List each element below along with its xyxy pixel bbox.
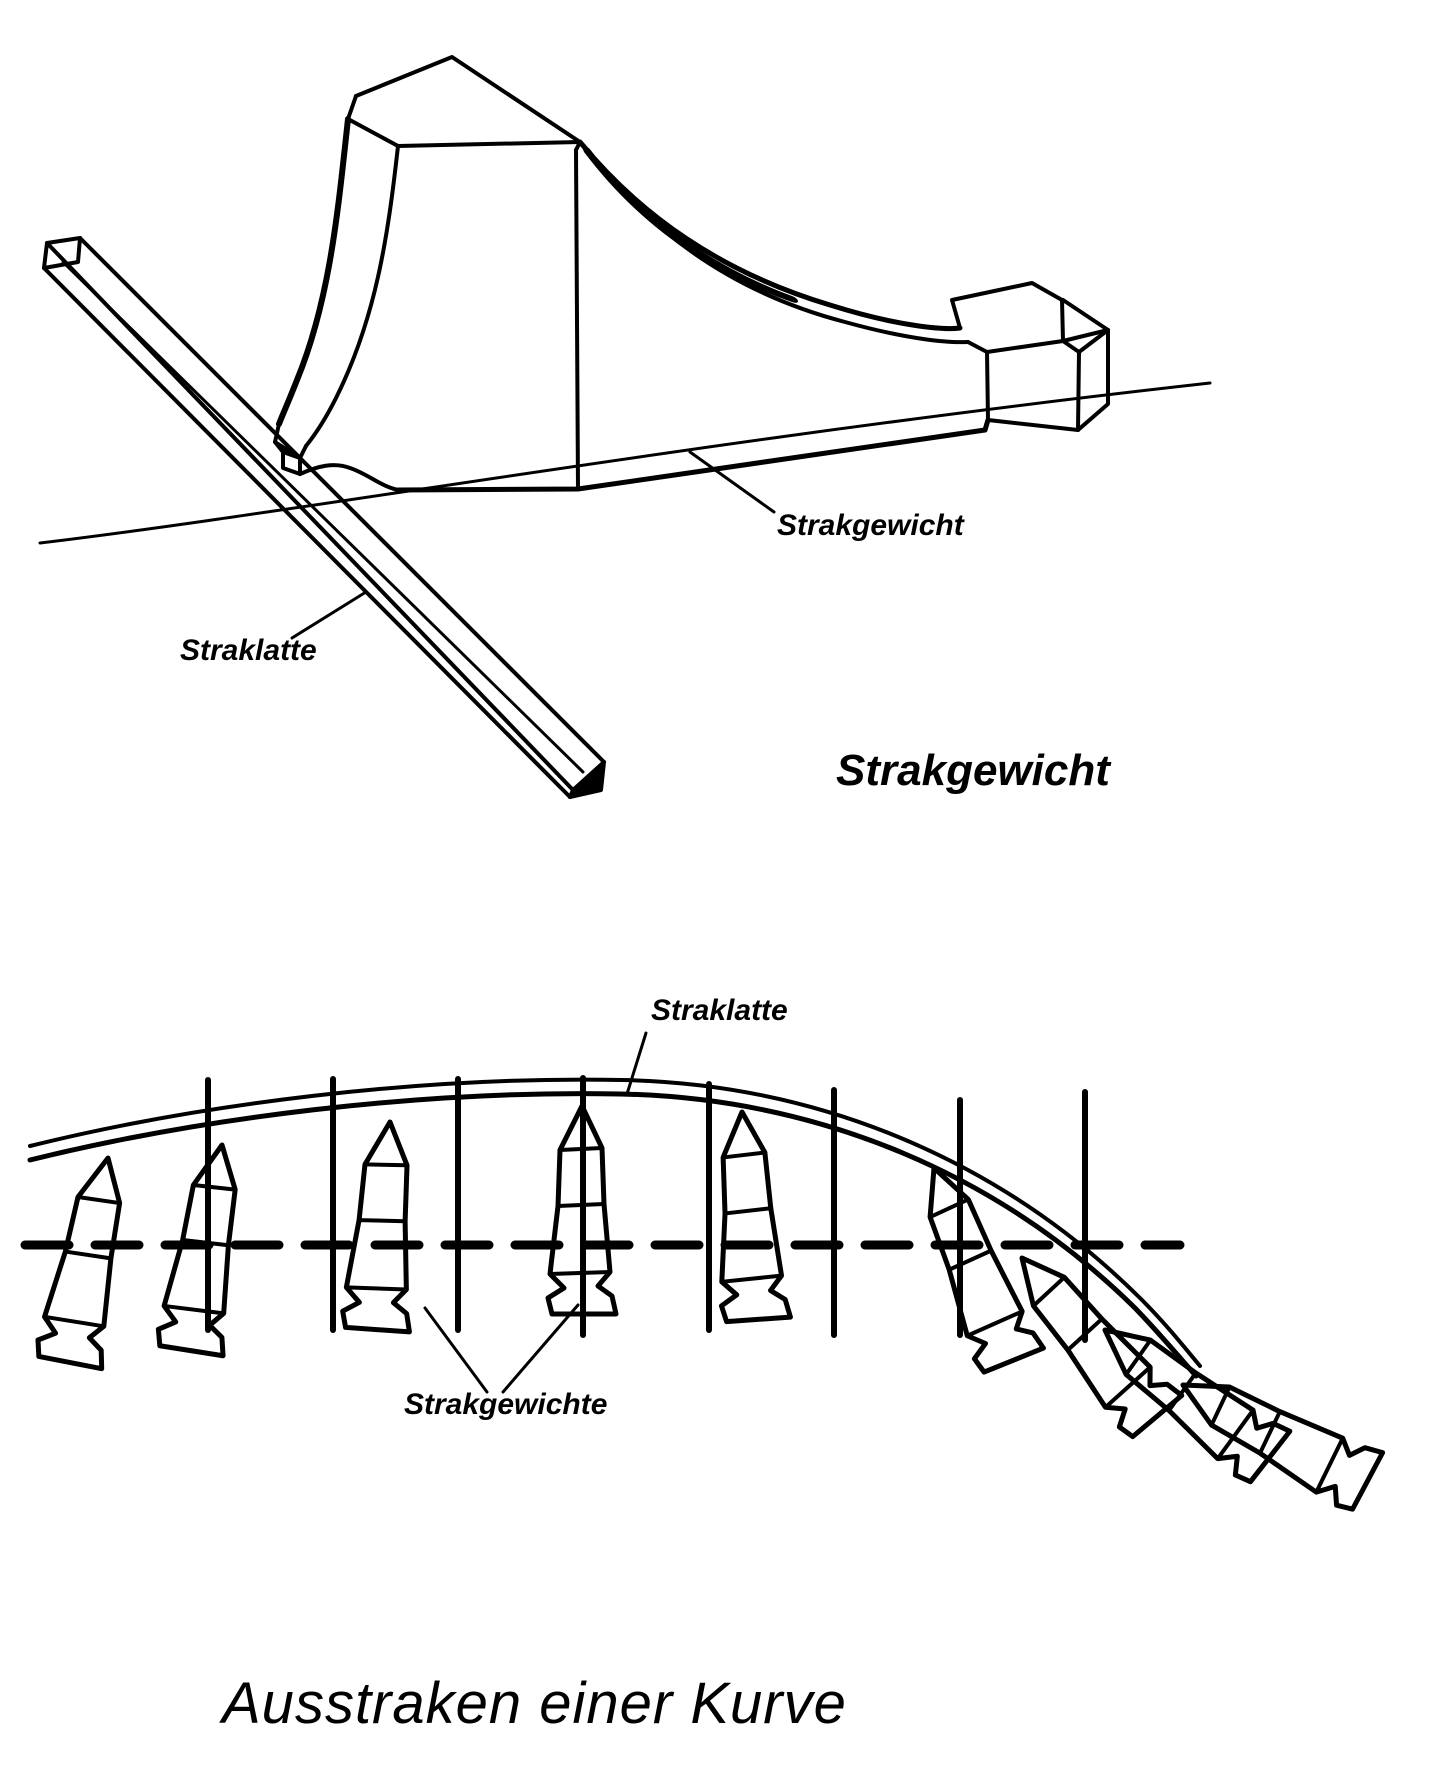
strakgewichte-group: [35, 1103, 1386, 1512]
strakgewicht-item: [1019, 1255, 1185, 1440]
callout-strakgewichte: Strakgewichte: [404, 1303, 607, 1421]
straklatte-curve: [27, 1077, 1202, 1379]
figure-title-lower: Ausstraken einer Kurve: [219, 1671, 847, 1736]
strakgewicht-item: [545, 1103, 619, 1317]
strakgewicht-item: [155, 1142, 238, 1359]
straklatte-bar: [42, 236, 606, 799]
strakgewicht-body: [273, 55, 1110, 493]
callout-strakgewicht-upper: Strakgewicht: [688, 450, 966, 542]
leader-line-straklatte: [290, 590, 368, 640]
reference-curve-line: [38, 381, 1212, 545]
lower-figure: Straklatte Strakgewichte Ausstraken eine…: [20, 994, 1386, 1736]
strakgewicht-item: [340, 1119, 412, 1335]
callout-straklatte-lower: Straklatte: [625, 994, 788, 1096]
upper-figure: Strakgewicht Straklatte Strakgewicht: [38, 55, 1212, 799]
callout-straklatte-upper: Straklatte: [180, 590, 368, 667]
figure-title-upper: Strakgewicht: [836, 746, 1112, 795]
label-straklatte-lower: Straklatte: [651, 994, 788, 1027]
strakgewicht-item: [35, 1155, 123, 1372]
label-strakgewicht-upper: Strakgewicht: [777, 509, 966, 542]
strakgewicht-item: [927, 1165, 1046, 1375]
leader-line-strakgewichte-left: [423, 1306, 489, 1394]
leader-line-strakgewicht: [688, 450, 776, 514]
leader-line-straklatte-lower: [625, 1031, 648, 1096]
strakgewicht-item: [1180, 1382, 1386, 1512]
label-strakgewichte: Strakgewichte: [404, 1388, 607, 1421]
station-lines: [205, 1075, 1088, 1343]
leader-line-strakgewichte-right: [501, 1303, 580, 1394]
strakgewicht-item: [718, 1109, 793, 1325]
label-straklatte-upper: Straklatte: [180, 634, 317, 667]
strakgewicht-item: [1102, 1327, 1293, 1485]
